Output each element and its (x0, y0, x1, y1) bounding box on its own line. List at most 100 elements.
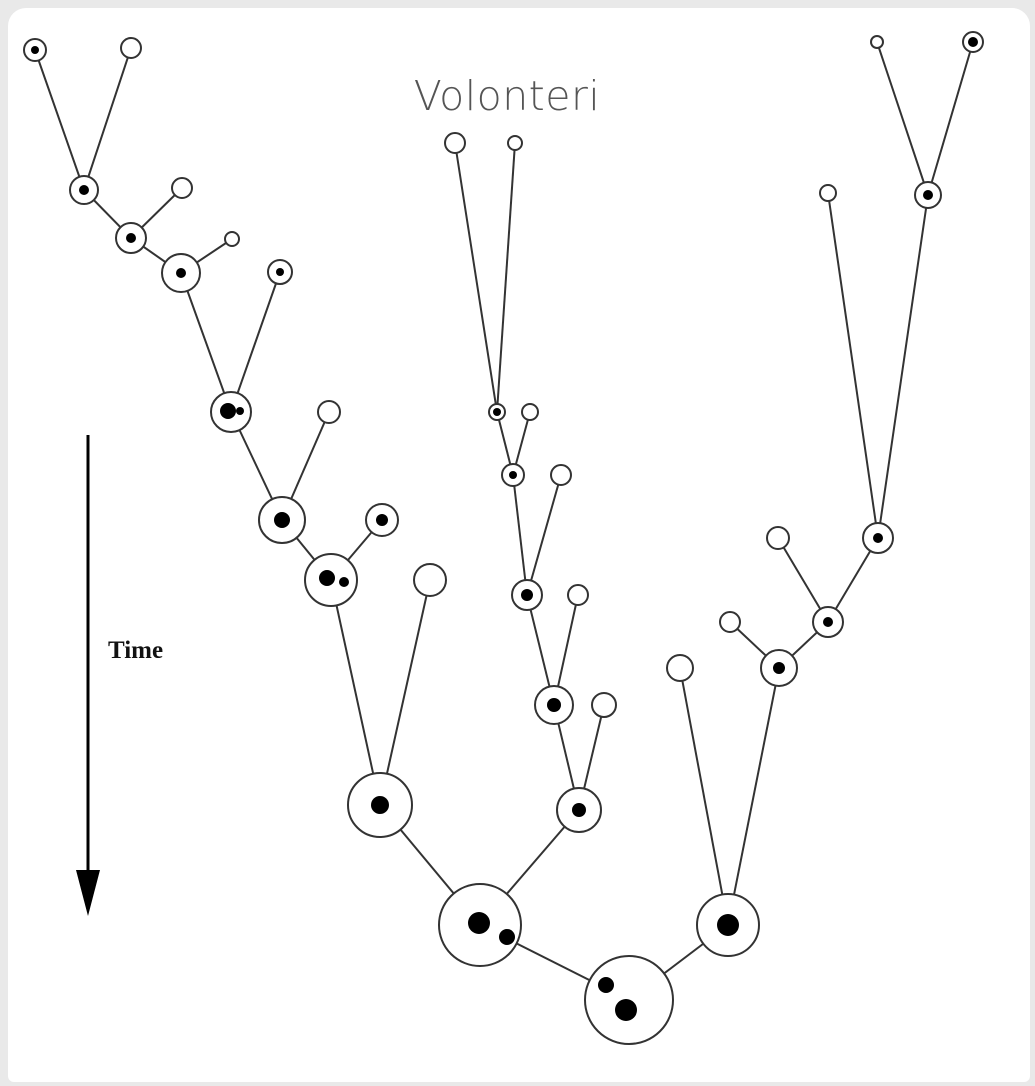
merger-edge (927, 41, 974, 196)
time-axis-label: Time (108, 637, 163, 664)
black-hole (274, 512, 290, 528)
black-hole (176, 268, 186, 278)
halo-node (438, 883, 522, 967)
black-hole (923, 190, 933, 200)
merger-edge (877, 194, 929, 539)
black-hole (319, 570, 335, 586)
black-hole (717, 914, 739, 936)
black-hole (509, 471, 517, 479)
merger-tree-halos (23, 31, 984, 1045)
black-hole (873, 533, 883, 543)
black-hole (773, 662, 785, 674)
halo-node (23, 38, 47, 62)
dark-matter-halo (766, 526, 790, 550)
black-hole (521, 589, 533, 601)
halo-node (507, 135, 523, 151)
halo-node (819, 184, 837, 202)
halo-node (962, 31, 984, 53)
merger-edge (34, 49, 85, 191)
halo-node (766, 526, 790, 550)
dark-matter-halo (317, 400, 341, 424)
halo-node (365, 503, 399, 537)
dark-matter-halo (171, 177, 193, 199)
halo-node (488, 403, 506, 421)
halo-node (120, 37, 142, 59)
halo-node (210, 391, 252, 433)
halo-node (69, 175, 99, 205)
merger-edge (180, 272, 232, 413)
merger-edge (827, 537, 879, 623)
halo-node (760, 649, 798, 687)
dark-matter-halo (567, 584, 589, 606)
halo-node (719, 611, 741, 633)
halo-node (413, 563, 447, 597)
merger-edge (230, 271, 281, 413)
black-hole (823, 617, 833, 627)
merger-edge (496, 142, 516, 413)
halo-node (862, 522, 894, 554)
halo-node (501, 463, 525, 487)
merger-edge (526, 474, 562, 596)
halo-node (161, 253, 201, 293)
halo-node (870, 35, 884, 49)
dark-matter-halo (666, 654, 694, 682)
halo-node (584, 955, 674, 1045)
dark-matter-halo (819, 184, 837, 202)
halo-node (550, 464, 572, 486)
dark-matter-halo (413, 563, 447, 597)
halo-node (317, 400, 341, 424)
credit-label: Volonteri (414, 72, 600, 120)
merger-edge (83, 47, 132, 191)
dark-matter-halo (507, 135, 523, 151)
halo-node (521, 403, 539, 421)
halo-node (224, 231, 240, 247)
dark-matter-halo (224, 231, 240, 247)
dark-matter-halo (120, 37, 142, 59)
black-hole (615, 999, 637, 1021)
time-arrow-head (76, 870, 100, 916)
merger-edge (512, 474, 528, 596)
halo-node (267, 259, 293, 285)
black-hole (598, 977, 614, 993)
black-hole (371, 796, 389, 814)
halo-node (914, 181, 942, 209)
halo-node (696, 893, 760, 957)
dark-matter-halo (521, 403, 539, 421)
dark-matter-halo (444, 132, 466, 154)
black-hole (79, 185, 89, 195)
merger-edge (330, 579, 381, 806)
merger-edge (777, 537, 829, 623)
merger-edge (876, 41, 929, 196)
black-hole (968, 37, 978, 47)
time-arrow (76, 435, 100, 916)
halo-node (812, 606, 844, 638)
merger-edge (679, 667, 729, 926)
halo-node (171, 177, 193, 199)
merger-edge (827, 192, 879, 539)
black-hole (572, 803, 586, 817)
black-hole (493, 408, 501, 416)
dark-matter-halo (591, 692, 617, 718)
halo-node (591, 692, 617, 718)
black-hole (376, 514, 388, 526)
black-hole (236, 407, 244, 415)
black-hole (220, 403, 236, 419)
black-hole (339, 577, 349, 587)
halo-node (511, 579, 543, 611)
black-hole (276, 268, 284, 276)
halo-node (444, 132, 466, 154)
halo-node (567, 584, 589, 606)
black-hole (31, 46, 39, 54)
halo-node (115, 222, 147, 254)
halo-node (666, 654, 694, 682)
black-hole (126, 233, 136, 243)
halo-node (258, 496, 306, 544)
black-hole (499, 929, 515, 945)
merger-edge (454, 142, 498, 413)
dark-matter-halo (550, 464, 572, 486)
halo-node (304, 553, 358, 607)
dark-matter-halo (870, 35, 884, 49)
halo-node (347, 772, 413, 838)
